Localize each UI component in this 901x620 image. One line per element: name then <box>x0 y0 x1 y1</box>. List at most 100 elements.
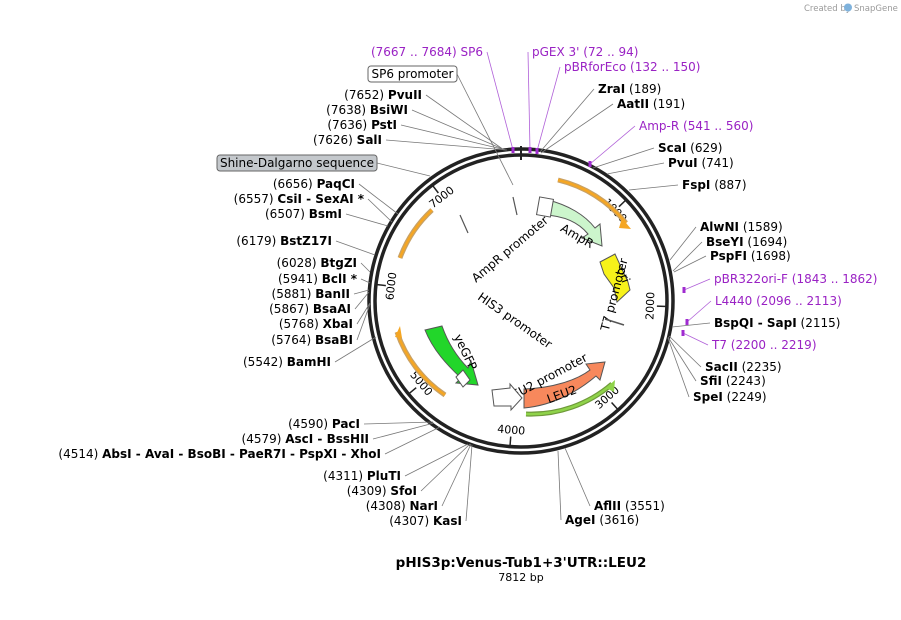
leader-line <box>345 213 389 227</box>
site-absi-avai-bsobi-paer7i-pspxi-xhoi[interactable]: (4514) AbsI - AvaI - BsoBI - PaeR7I - Ps… <box>58 447 381 461</box>
site-bsabi[interactable]: (5764) BsaBI <box>271 333 353 347</box>
ampr-gene-arrow <box>544 199 603 247</box>
leader-line <box>360 278 371 284</box>
site-psti[interactable]: (7636) PstI <box>327 118 397 132</box>
leader-line <box>384 426 441 455</box>
snapgene-logo-icon <box>844 3 852 12</box>
site-spei[interactable]: SpeI (2249) <box>693 390 767 404</box>
site-asci-bsshii[interactable]: (4579) AscI - BssHII <box>242 432 369 446</box>
site-agei[interactable]: AgeI (3616) <box>565 513 639 527</box>
site-bcli[interactable]: (5941) BclI * <box>278 272 358 286</box>
site-fspi[interactable]: FspI (887) <box>682 178 747 192</box>
plasmid-title: pHIS3p:Venus-Tub1+3'UTR::LEU2 <box>396 555 647 571</box>
site-bspqi-sapi[interactable]: BspQI - SapI (2115) <box>714 316 840 330</box>
site-paqci[interactable]: (6656) PaqCI <box>273 177 355 191</box>
ruler-tick-label: 6000 <box>383 272 399 301</box>
site-sfii[interactable]: SfiI (2243) <box>700 374 766 388</box>
leader-line <box>354 291 370 310</box>
leader-line <box>363 421 434 425</box>
site-pvui[interactable]: PvuI (741) <box>668 156 734 170</box>
leu2-gene-arrow <box>523 361 606 409</box>
feature-box-label: SP6 promoter <box>372 67 454 81</box>
primer-mark <box>535 148 539 154</box>
leader-line <box>420 443 471 492</box>
t7-promoter-mark <box>604 318 625 326</box>
leader-line <box>353 289 370 295</box>
primer-l4440[interactable]: L4440 (2096 .. 2113) <box>715 294 842 308</box>
leader-line <box>667 336 697 382</box>
ampr-promoter-label: AmpR promoter <box>469 213 551 285</box>
leader-line <box>606 162 665 175</box>
leader-line <box>536 66 561 152</box>
primer-amp-r[interactable]: Amp-R (541 .. 560) <box>639 119 753 133</box>
primer-t7[interactable]: T7 (2200 .. 2219) <box>711 338 817 352</box>
ruler-tick-label: 4000 <box>497 423 526 438</box>
site-nari[interactable]: (4308) NarI <box>366 499 438 513</box>
leader-line <box>667 337 690 398</box>
site-bsiwi[interactable]: (7638) BsiWI <box>326 103 408 117</box>
leader-line <box>425 94 505 151</box>
credit-prefix: Created by <box>804 4 851 14</box>
leader-line <box>669 226 697 261</box>
site-zrai[interactable]: ZraI (189) <box>598 82 661 96</box>
orange-arc-2 <box>397 208 434 259</box>
inner-mark-2 <box>512 196 518 216</box>
site-btgzi[interactable]: (6028) BtgZI <box>277 256 357 270</box>
ruler-tick-label: 2000 <box>643 292 657 320</box>
site-csii-sexai[interactable]: (6557) CsiI - SexAI * <box>234 192 365 206</box>
primer-pbr322ori-f[interactable]: pBR322ori-F (1843 .. 1862) <box>714 272 877 286</box>
plasmid-backbone <box>367 147 675 455</box>
leader-line <box>673 255 707 273</box>
ori-arrow <box>599 253 631 303</box>
site-kasi[interactable]: (4307) KasI <box>389 514 462 528</box>
leader-line <box>486 51 514 151</box>
leader-line <box>628 184 679 191</box>
primer-pbrforeco[interactable]: pBRforEco (132 .. 150) <box>564 60 700 74</box>
site-sacii[interactable]: SacII (2235) <box>705 360 782 374</box>
site-bsmi[interactable]: (6507) BsmI <box>265 207 342 221</box>
leader-line <box>385 139 508 151</box>
site-aatii[interactable]: AatII (191) <box>617 97 685 111</box>
leader-line <box>356 303 371 341</box>
leader-line <box>686 300 712 323</box>
site-sfoi[interactable]: (4309) SfoI <box>347 484 417 498</box>
leader-line <box>592 147 655 169</box>
site-bseyi[interactable]: BseYI (1694) <box>706 235 787 249</box>
leader-line <box>671 322 711 328</box>
site-bamhi[interactable]: (5542) BamHI <box>243 355 331 369</box>
leader-line <box>564 447 591 507</box>
primer-mark <box>682 287 686 293</box>
site-sali[interactable]: (7626) SalI <box>313 133 382 147</box>
site-pvuii[interactable]: (7652) PvuII <box>344 88 422 102</box>
leader-line <box>356 302 371 325</box>
leader-line <box>360 262 371 273</box>
leader-line <box>372 422 435 440</box>
leader-line <box>557 450 562 521</box>
leader-line <box>367 198 393 223</box>
site-pluti[interactable]: (4311) PluTI <box>323 469 401 483</box>
leader-line <box>672 241 703 272</box>
site-scai[interactable]: ScaI (629) <box>658 141 722 155</box>
leader-line <box>411 109 506 151</box>
site-bstz17i[interactable]: (6179) BstZ17I <box>236 234 332 248</box>
leader-line <box>668 335 702 368</box>
ruler-tick <box>611 401 619 411</box>
site-pspfi[interactable]: PspFI (1698) <box>710 249 791 263</box>
leader-line <box>589 125 636 165</box>
primer-sp6[interactable]: (7667 .. 7684) SP6 <box>371 45 483 59</box>
site-alwni[interactable]: AlwNI (1589) <box>700 220 783 234</box>
site-xbai[interactable]: (5768) XbaI <box>279 317 353 331</box>
feature-box-sp6-promoter[interactable] <box>367 65 458 83</box>
ori-label: ori <box>614 265 632 284</box>
feature-box-shine-dalgarno-sequence[interactable] <box>216 154 378 172</box>
site-paci[interactable]: (4590) PacI <box>288 417 360 431</box>
site-banii[interactable]: (5881) BanII <box>272 287 350 301</box>
leu2-promoter-arrow <box>491 382 523 412</box>
site-bsaai[interactable]: (5867) BsaAI <box>269 302 351 316</box>
ruler-tick <box>509 436 512 447</box>
leader-line <box>527 51 531 151</box>
leader-line <box>682 332 709 346</box>
primer-pgex-3[interactable]: pGEX 3' (72 .. 94) <box>532 45 638 59</box>
site-aflii[interactable]: AflII (3551) <box>594 499 665 513</box>
